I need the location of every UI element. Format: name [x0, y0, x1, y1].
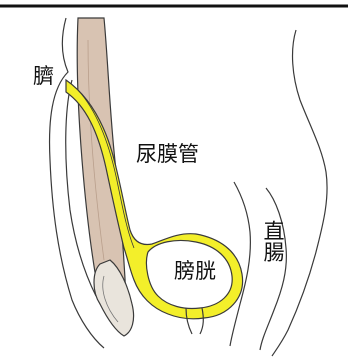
label-rectum: 直腸 — [261, 220, 285, 262]
pubic-bone — [94, 260, 134, 336]
rectum-back-wall — [272, 30, 327, 356]
label-urachus: 尿膜管 — [136, 144, 199, 165]
label-navel: 臍 — [33, 66, 54, 87]
label-bladder: 膀胱 — [174, 261, 216, 282]
rectus-muscle — [77, 18, 126, 300]
rectum-inner-wall — [260, 188, 286, 350]
